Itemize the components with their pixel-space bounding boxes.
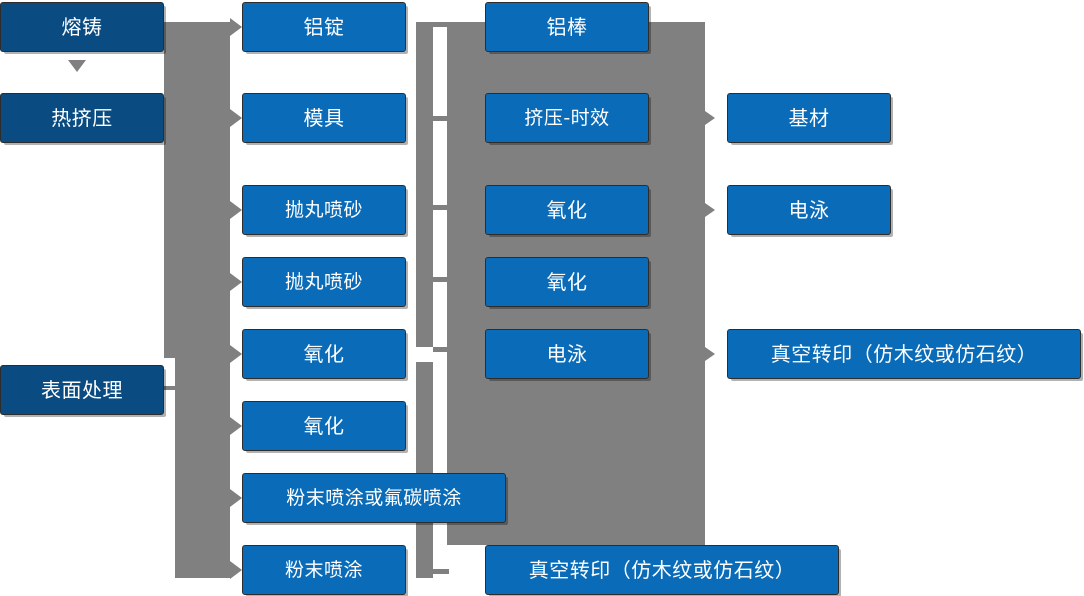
middle-connector-rung-1 [433, 22, 449, 27]
process-label-powder-or-pvdf: 粉末喷涂或氟碳喷涂 [286, 486, 462, 509]
stage-box-hot-extrude[interactable]: 热挤压 [0, 93, 164, 143]
secondary-label-extrude-aging: 挤压-时效 [524, 106, 610, 129]
process-box-shot-blast-1[interactable]: 抛丸喷砂 [242, 185, 406, 235]
output-label-vacuum-transfer: 真空转印（仿木纹或仿石纹） [770, 342, 1038, 366]
output-box-electrophoresis[interactable]: 电泳 [727, 185, 891, 235]
process-box-powder-or-pvdf[interactable]: 粉末喷涂或氟碳喷涂 [242, 473, 506, 523]
stage-box-surface-treatment[interactable]: 表面处理 [0, 365, 164, 415]
secondary-box-oxidation-1[interactable]: 氧化 [485, 185, 649, 235]
left-arrow-to-aluminum-ingot [230, 18, 242, 36]
process-box-powder-coating[interactable]: 粉末喷涂 [242, 545, 406, 595]
process-box-oxidation-1[interactable]: 氧化 [242, 329, 406, 379]
left-arrow-to-mold [230, 109, 242, 127]
stage-label-hot-extrude: 热挤压 [51, 106, 113, 130]
output-label-electrophoresis: 电泳 [788, 198, 830, 222]
middle-connector-rail-lower [416, 362, 433, 578]
output-label-substrate: 基材 [788, 106, 830, 130]
left-arrow-to-shot-blast-1 [230, 201, 242, 219]
process-label-mold: 模具 [303, 106, 345, 130]
stage-box-melt-cast[interactable]: 熔铸 [0, 2, 164, 52]
output-box-vacuum-transfer[interactable]: 真空转印（仿木纹或仿石纹） [727, 329, 1081, 379]
process-box-oxidation-2[interactable]: 氧化 [242, 401, 406, 451]
process-label-oxidation-1: 氧化 [303, 342, 345, 366]
left-arrow-to-powder-coating [230, 561, 242, 579]
secondary-box-vacuum-transfer[interactable]: 真空转印（仿木纹或仿石纹） [485, 545, 839, 595]
left-arrow-to-shot-blast-2 [230, 273, 242, 291]
left-arrow-to-oxidation-2 [230, 417, 242, 435]
stage-label-surface-treatment: 表面处理 [41, 378, 123, 402]
left-connector-stage-stub [164, 386, 176, 390]
left-connector-down-arrow [68, 60, 86, 72]
process-box-mold[interactable]: 模具 [242, 93, 406, 143]
left-connector-trunk-upper [164, 22, 230, 358]
left-arrow-to-oxidation-1 [230, 345, 242, 363]
arrow-to-vacuum-transfer [705, 347, 715, 361]
middle-connector-rung-3 [433, 205, 449, 210]
middle-connector-rail-upper [416, 22, 433, 347]
secondary-label-vacuum-transfer: 真空转印（仿木纹或仿石纹） [528, 558, 796, 582]
secondary-box-aluminum-bar[interactable]: 铝棒 [485, 2, 649, 52]
left-arrow-to-powder-or-pvdf [230, 489, 242, 507]
process-label-shot-blast-2: 抛丸喷砂 [284, 270, 363, 293]
process-box-shot-blast-2[interactable]: 抛丸喷砂 [242, 257, 406, 307]
process-label-powder-coating: 粉末喷涂 [284, 558, 363, 581]
secondary-label-oxidation-1: 氧化 [546, 198, 588, 222]
secondary-label-oxidation-2: 氧化 [546, 270, 588, 294]
middle-connector-rung-6 [433, 569, 449, 574]
stage-label-melt-cast: 熔铸 [61, 15, 103, 39]
left-connector-trunk-lower [175, 358, 230, 578]
output-box-substrate[interactable]: 基材 [727, 93, 891, 143]
process-box-aluminum-ingot[interactable]: 铝锭 [242, 2, 406, 52]
secondary-box-extrude-aging[interactable]: 挤压-时效 [485, 93, 649, 143]
middle-connector-rung-4 [433, 277, 449, 282]
middle-connector-rung-5 [433, 347, 449, 352]
process-label-shot-blast-1: 抛丸喷砂 [284, 198, 363, 221]
secondary-box-oxidation-2[interactable]: 氧化 [485, 257, 649, 307]
middle-connector-rung-2 [433, 116, 449, 121]
process-label-oxidation-2: 氧化 [303, 414, 345, 438]
secondary-label-aluminum-bar: 铝棒 [546, 15, 588, 39]
process-label-aluminum-ingot: 铝锭 [303, 15, 345, 39]
secondary-box-electrophoresis[interactable]: 电泳 [485, 329, 649, 379]
arrow-to-substrate [705, 111, 715, 125]
secondary-label-electrophoresis: 电泳 [546, 342, 588, 366]
arrow-to-electrophoresis [705, 203, 715, 217]
